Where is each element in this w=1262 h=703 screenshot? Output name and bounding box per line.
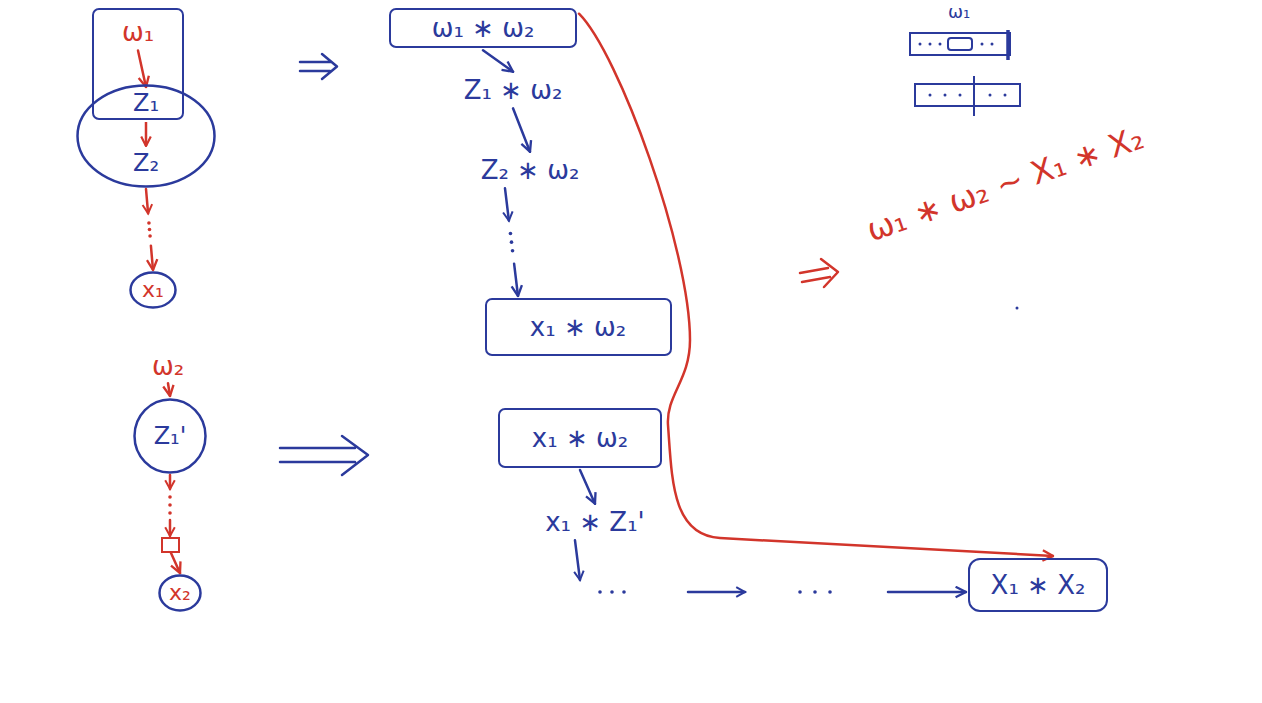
ellipsis-dot — [622, 590, 626, 594]
ellipsis-dot — [511, 249, 515, 253]
node-text: x₁ — [142, 278, 164, 302]
node-text: ω₁ ∗ ω₂ — [432, 14, 535, 43]
state-circle: Z₁ Z₂ — [76, 84, 216, 188]
node-text: ω₁ — [122, 18, 154, 47]
ellipsis-dot — [148, 234, 152, 238]
ellipsis-dot — [168, 495, 172, 499]
sequence-label: ω₁ — [948, 2, 970, 22]
ellipsis-dot — [610, 590, 614, 594]
sequence-bar — [910, 30, 1020, 116]
node-text: Z₁ ∗ ω₂ — [464, 76, 563, 105]
ellipsis-dot — [510, 240, 514, 244]
node-text: X₁ ∗ X₂ — [991, 571, 1086, 600]
pair-box: ω₁ ∗ ω₂ — [389, 8, 577, 49]
implies-arrow — [800, 259, 838, 287]
implies-arrow — [300, 54, 337, 79]
pair-box: x₁ ∗ ω₂ — [498, 408, 662, 468]
node-text: Z₂ ∗ ω₂ — [481, 156, 580, 185]
coupling-statement: ω₁ ∗ ω₂ ∼ X₁ ∗ X₂ — [862, 120, 1148, 248]
ellipsis-dot — [147, 221, 151, 225]
circle-outline — [131, 273, 176, 308]
node-text: ω₂ — [152, 352, 184, 381]
ellipsis-dot — [168, 503, 172, 507]
ellipsis-dot — [168, 511, 172, 515]
node-text: Z₂ — [133, 150, 159, 176]
ellipsis-dot — [828, 590, 832, 594]
ellipsis-dot — [813, 590, 817, 594]
flow-arrow — [579, 14, 1053, 556]
node-text: x₁ ∗ Z₁' — [545, 508, 645, 537]
small-state-box — [162, 538, 179, 552]
node-text: Z₁' — [154, 423, 187, 449]
circle-outline — [135, 400, 206, 473]
flow-arrow — [138, 51, 146, 87]
circle-outline — [78, 86, 215, 187]
flow-arrow — [513, 108, 530, 151]
flow-arrow — [146, 189, 153, 270]
pair-state: x₁ ∗ Z₁' — [540, 506, 650, 539]
node-text: Z₁ — [133, 90, 159, 116]
flow-arrow — [168, 383, 170, 396]
circle-outline — [160, 576, 201, 611]
state-label: ω₂ — [147, 351, 189, 382]
flow-arrow — [505, 188, 518, 296]
implies-arrow — [280, 436, 368, 475]
node-text: x₁ ∗ ω₂ — [532, 424, 628, 453]
ellipsis-dot — [798, 590, 802, 594]
pair-state: Z₂ ∗ ω₂ — [476, 154, 585, 187]
node-text: x₁ ∗ ω₂ — [530, 313, 626, 342]
flow-arrow — [170, 475, 180, 573]
pair-box: x₁ ∗ ω₂ — [485, 298, 672, 356]
flow-arrow — [580, 470, 595, 504]
ellipsis-dot — [509, 232, 513, 236]
pair-state: Z₁ ∗ ω₂ — [459, 74, 568, 107]
state-circle: x₂ — [158, 574, 202, 612]
ellipsis-dot — [148, 228, 152, 232]
node-text: x₂ — [169, 581, 191, 605]
state-circle: x₁ — [129, 271, 177, 309]
pair-box: X₁ ∗ X₂ — [968, 558, 1108, 612]
flow-arrow — [483, 50, 513, 71]
ellipsis-dot — [598, 590, 602, 594]
state-circle: Z₁' — [133, 398, 207, 474]
step-arrow — [145, 122, 148, 146]
